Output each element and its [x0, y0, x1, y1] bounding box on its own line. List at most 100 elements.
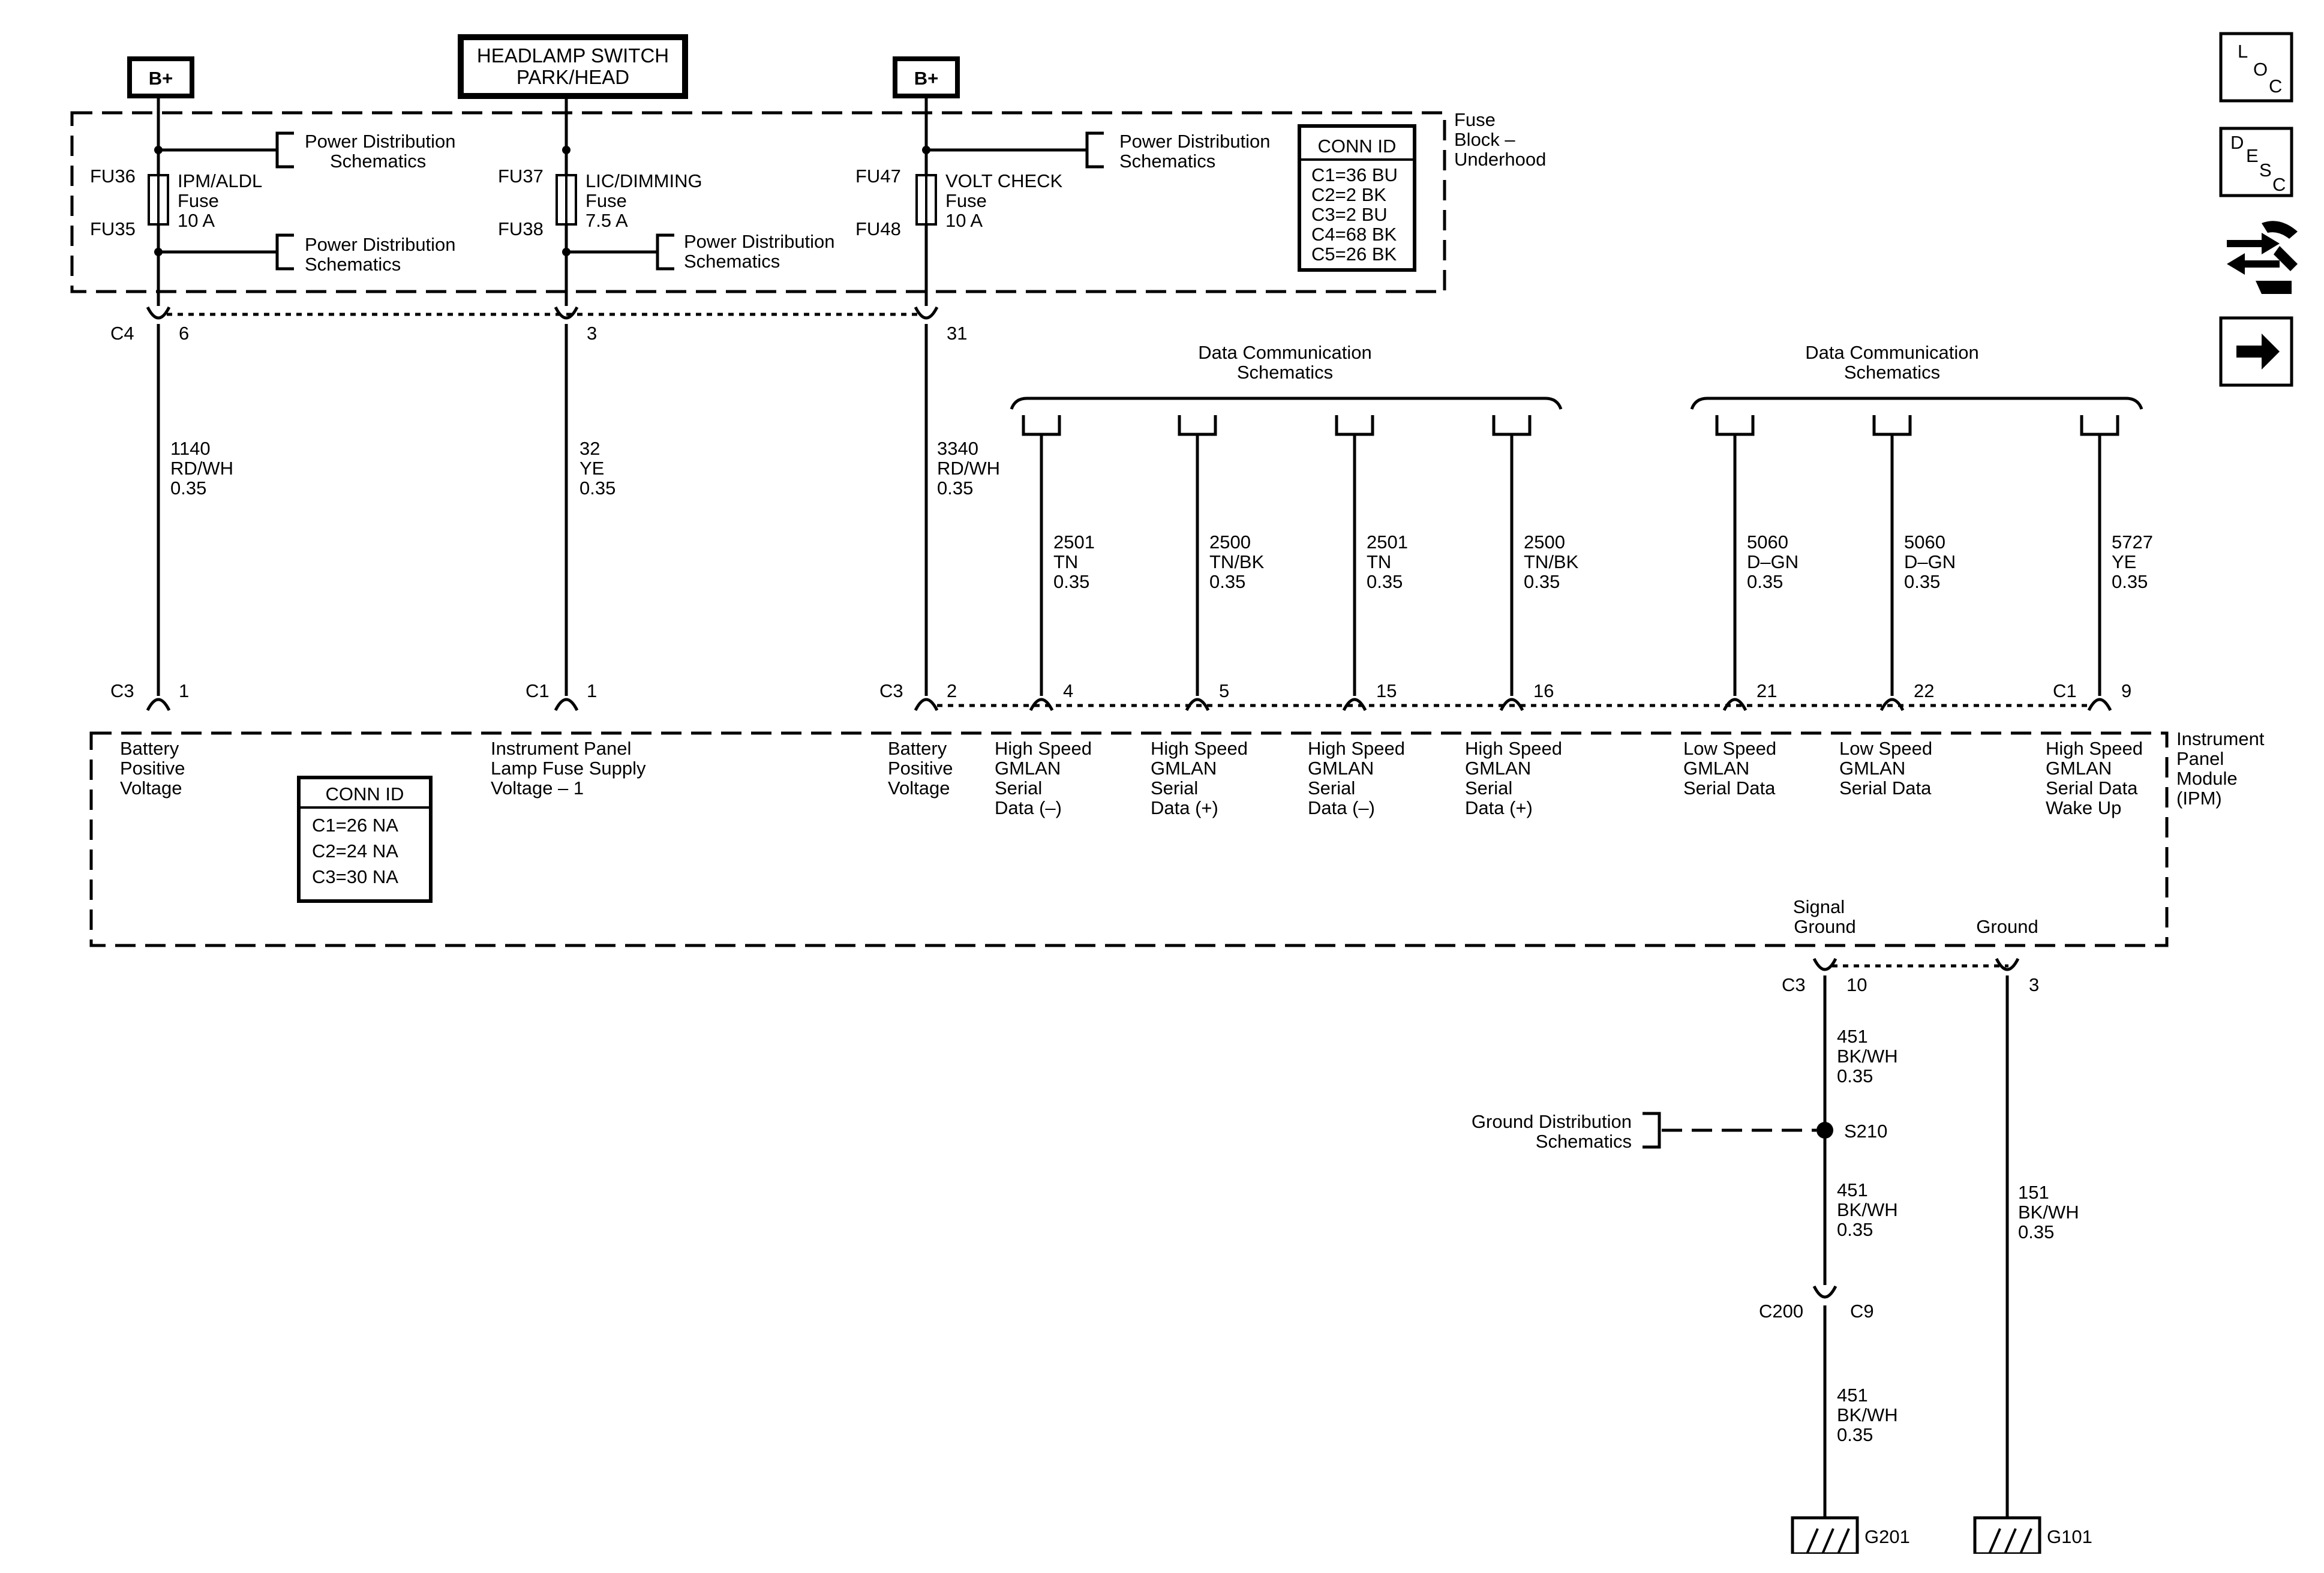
svg-text:Voltage: Voltage	[888, 778, 950, 798]
svg-text:C1=36 BU: C1=36 BU	[1311, 164, 1398, 185]
svg-text:1140: 1140	[170, 438, 211, 459]
svg-text:High Speed: High Speed	[1308, 738, 1405, 759]
bplus-left-source: B+	[127, 56, 194, 98]
svg-text:Power Distribution: Power Distribution	[305, 131, 456, 152]
wire-label: 3340 RD/WH 0.35	[937, 438, 1000, 499]
connector-label: C4	[110, 323, 134, 344]
wire-label: 2501 TN 0.35	[1367, 532, 1408, 592]
connector-view-icon[interactable]	[2227, 221, 2298, 294]
pin-label: 22	[1914, 680, 1934, 701]
ipm-pin-function: High Speed GMLAN Serial Data (+)	[1151, 738, 1248, 818]
svg-text:Wake Up: Wake Up	[2046, 797, 2121, 818]
svg-text:Serial Data: Serial Data	[1839, 778, 1932, 798]
ground-label: Ground	[1976, 916, 2038, 937]
fuse-top-id: FU36	[90, 166, 136, 187]
svg-text:RD/WH: RD/WH	[170, 458, 233, 479]
svg-text:C: C	[2272, 174, 2286, 195]
power-distribution-ref: Power Distribution Schematics	[926, 131, 1271, 172]
ground-g101-icon: G101	[1972, 1516, 2092, 1573]
svg-text:2501: 2501	[1367, 532, 1408, 553]
svg-text:2500: 2500	[1524, 532, 1565, 553]
power-wires	[157, 324, 928, 696]
fuse-name: IPM/ALDL	[178, 170, 262, 191]
svg-text:GMLAN: GMLAN	[995, 758, 1061, 779]
ipm-pin-function: High Speed GMLAN Serial Data (–)	[995, 738, 1092, 818]
svg-text:Fuse: Fuse	[585, 190, 627, 211]
wire-label: 2500 TN/BK 0.35	[1209, 532, 1265, 592]
svg-text:D–GN: D–GN	[1747, 551, 1798, 572]
connector-label: C3	[110, 680, 134, 701]
svg-text:451: 451	[1837, 1179, 1868, 1200]
headlamp-switch-source: HEADLAMP SWITCH PARK/HEAD	[458, 34, 688, 99]
fuse-lic-dimming: FU37 FU38 LIC/DIMMING Fuse 7.5 A	[498, 96, 702, 306]
wire-label: 451 BK/WH 0.35	[1837, 1179, 1898, 1240]
pin-label: 3	[587, 323, 597, 344]
svg-text:C3=2 BU: C3=2 BU	[1311, 204, 1388, 225]
fuse-top-id: FU47	[855, 166, 901, 187]
svg-text:D: D	[2230, 132, 2244, 153]
svg-text:RD/WH: RD/WH	[937, 458, 1000, 479]
svg-text:BK/WH: BK/WH	[2018, 1202, 2079, 1223]
fuse-block-label: Fuse Block – Underhood	[1454, 109, 1546, 170]
headlamp-switch-line2: PARK/HEAD	[517, 66, 629, 88]
fuse-name: VOLT CHECK	[945, 170, 1063, 191]
fuse-rating: 10 A	[945, 210, 983, 231]
svg-text:High Speed: High Speed	[995, 738, 1092, 759]
svg-text:(IPM): (IPM)	[2176, 788, 2222, 809]
svg-text:Instrument Panel: Instrument Panel	[491, 738, 631, 759]
svg-text:0.35: 0.35	[1837, 1065, 1873, 1086]
connector-label: C1	[2053, 680, 2077, 701]
pin-label: 6	[179, 323, 189, 344]
data-wires	[1022, 415, 2119, 696]
pin-label: 31	[947, 323, 967, 344]
svg-text:0.35: 0.35	[1209, 571, 1245, 592]
svg-text:Data Communication: Data Communication	[1805, 342, 1978, 363]
wire-label: 451 BK/WH 0.35	[1837, 1026, 1898, 1086]
next-arrow-icon[interactable]	[2219, 316, 2293, 387]
pin-label: 5	[1219, 680, 1229, 701]
pin-label: 3	[2029, 974, 2039, 995]
svg-text:C2=24 NA: C2=24 NA	[312, 840, 398, 861]
fuse-block-conn-id: CONN ID C1=36 BU C2=2 BK C3=2 BU C4=68 B…	[1298, 124, 1416, 272]
svg-text:Power Distribution: Power Distribution	[1119, 131, 1271, 152]
svg-text:5060: 5060	[1747, 532, 1788, 553]
ipm-pin-function: Battery Positive Voltage	[120, 738, 185, 798]
svg-text:C5=26 BK: C5=26 BK	[1311, 244, 1397, 265]
svg-text:YE: YE	[2112, 551, 2136, 572]
pin-label: 16	[1533, 680, 1554, 701]
svg-text:Fuse: Fuse	[1454, 109, 1496, 130]
wire-label: 5727 YE 0.35	[2112, 532, 2153, 592]
pin-label: 1	[179, 680, 189, 701]
connector-label: C1	[526, 680, 550, 701]
loc-icon[interactable]: L O C	[2219, 32, 2293, 103]
svg-text:GMLAN: GMLAN	[2046, 758, 2112, 779]
svg-text:TN: TN	[1367, 551, 1391, 572]
svg-text:0.35: 0.35	[1524, 571, 1560, 592]
fuse-rating: 7.5 A	[585, 210, 628, 231]
pin-label: 1	[587, 680, 597, 701]
svg-text:0.35: 0.35	[580, 478, 615, 499]
svg-text:Voltage: Voltage	[120, 778, 182, 798]
svg-text:TN/BK: TN/BK	[1209, 551, 1265, 572]
svg-text:Serial Data: Serial Data	[2046, 778, 2138, 798]
svg-text:Ground: Ground	[1976, 916, 2038, 937]
svg-text:Schematics: Schematics	[1119, 151, 1215, 172]
svg-text:Instrument: Instrument	[2176, 728, 2265, 749]
svg-text:451: 451	[1837, 1385, 1868, 1406]
bplus-right-label: B+	[914, 68, 939, 89]
svg-text:C2=2 BK: C2=2 BK	[1311, 184, 1386, 205]
svg-text:BK/WH: BK/WH	[1837, 1199, 1898, 1220]
svg-text:High Speed: High Speed	[1151, 738, 1248, 759]
fuse-ipm-aldl: FU36 FU35 IPM/ALDL Fuse 10 A	[90, 96, 262, 306]
svg-text:BK/WH: BK/WH	[1837, 1404, 1898, 1425]
data-comm-ref-left: Data Communication Schematics	[1010, 342, 1563, 410]
ground-g201-icon: G201	[1790, 1516, 1910, 1573]
wire-label: 5060 D–GN 0.35	[1904, 532, 1956, 592]
power-distribution-ref: Power Distribution Schematics	[158, 233, 456, 275]
svg-text:High Speed: High Speed	[2046, 738, 2143, 759]
signal-ground-label: Signal Ground	[1793, 896, 1856, 937]
svg-text:Block –: Block –	[1454, 129, 1515, 150]
svg-text:5727: 5727	[2112, 532, 2153, 553]
wire-label: 32 YE 0.35	[580, 438, 615, 499]
desc-icon[interactable]: D E S C	[2219, 127, 2293, 197]
